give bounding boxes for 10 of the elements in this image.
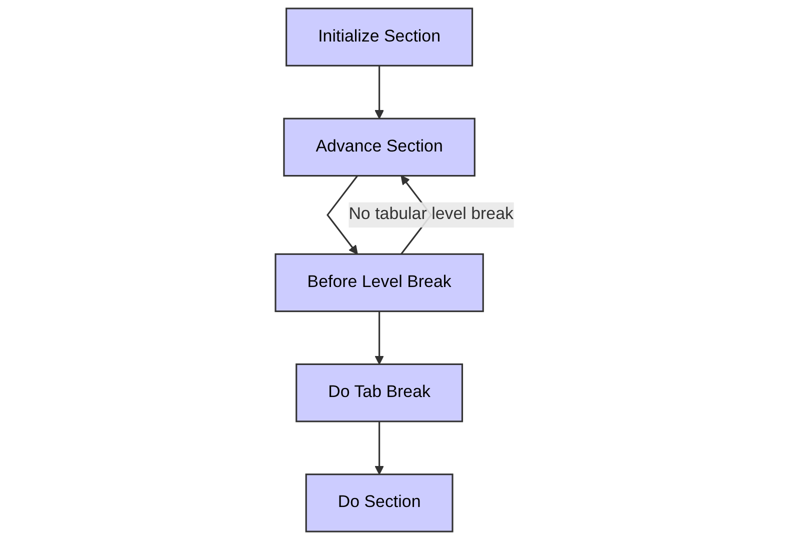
arrow bbox=[374, 311, 384, 365]
edge-label: No tabular level break bbox=[348, 205, 514, 224]
node-box: Advance Section bbox=[283, 118, 476, 177]
arrow bbox=[374, 66, 384, 119]
node-box: Do Section bbox=[305, 474, 454, 532]
node-box: Initialize Section bbox=[286, 8, 474, 66]
node-box: Before Level Break bbox=[274, 253, 484, 312]
node-box: Do Tab Break bbox=[296, 363, 464, 422]
arrow bbox=[374, 421, 384, 475]
arrow bbox=[326, 175, 358, 255]
